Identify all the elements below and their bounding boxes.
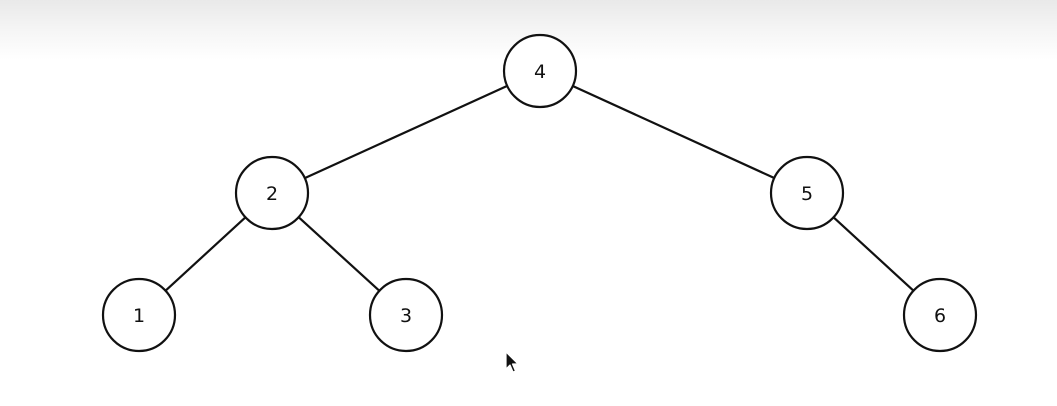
node-label: 5 [801,183,813,205]
edge-n2-n3 [297,216,381,292]
node-circle [502,33,578,109]
tree-node-1: 1 [101,277,177,353]
node-label: 4 [534,61,546,83]
mouse-pointer-icon [505,351,519,373]
node-circle [902,277,978,353]
tree-node-2: 2 [234,155,310,231]
edge-n2-n1 [164,216,247,292]
node-label: 3 [400,305,412,327]
edge-n5-n6 [832,216,915,292]
tree-node-3: 3 [368,277,444,353]
edges-layer [164,84,915,292]
edge-n4-n2 [304,84,508,180]
tree-node-6: 6 [902,277,978,353]
node-circle [101,277,177,353]
node-label: 6 [934,305,946,327]
node-label: 1 [133,305,145,327]
node-circle [769,155,845,231]
node-circle [368,277,444,353]
nodes-layer: 4 2 5 1 3 6 [101,33,978,353]
node-circle [234,155,310,231]
node-label: 2 [266,183,278,205]
edge-n4-n5 [572,84,775,180]
tree-node-5: 5 [769,155,845,231]
tree-node-4: 4 [502,33,578,109]
